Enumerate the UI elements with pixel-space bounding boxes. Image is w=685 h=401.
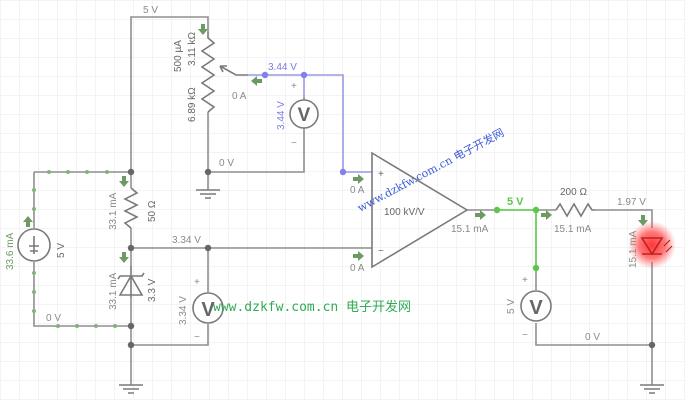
wiper-current-label: 0 A <box>232 91 247 102</box>
opamp-gain: 100 kV/V <box>384 207 425 218</box>
wires <box>33 16 653 385</box>
nodes <box>127 71 656 349</box>
arrow-opamp-out-icon <box>475 210 486 220</box>
wire-pot-gnd-to-vm[interactable] <box>208 128 305 173</box>
resistor-50-ohm[interactable] <box>123 187 139 229</box>
arrow-200ohm-current-icon <box>541 210 552 220</box>
top-rail-voltage: 5 V <box>143 5 158 16</box>
zener-current-label: 33.1 mA <box>108 272 119 310</box>
led-resistor-value: 200 Ω <box>560 187 587 198</box>
ground-right <box>640 384 664 394</box>
op-amp[interactable] <box>371 151 469 269</box>
wire-wiper[interactable] <box>248 74 372 173</box>
wire-supply-left-bottom[interactable] <box>33 262 131 327</box>
wiper-voltage-label: 3.44 V <box>268 62 297 73</box>
output-node-voltage: 5 V <box>507 196 524 208</box>
opamp-plus-current: 0 A <box>350 185 365 196</box>
left-bottom-voltage: 0 V <box>46 313 61 324</box>
vm-top-minus: − <box>291 138 297 149</box>
zener-diode[interactable] <box>117 266 145 298</box>
led-current-label: 15.1 mA <box>628 230 639 268</box>
potentiometer[interactable] <box>200 32 248 113</box>
pot-lower-resistance: 6.89 kΩ <box>187 87 198 122</box>
led-glow <box>628 221 676 269</box>
resistor-200-ohm[interactable] <box>555 202 595 218</box>
opamp-minus-symbol: − <box>378 246 384 257</box>
opamp-output-current: 15.1 mA <box>451 224 489 235</box>
dc-voltage-source[interactable] <box>17 228 51 262</box>
vm-out-minus: − <box>522 330 528 341</box>
50ohm-value-label: 50 Ω <box>147 200 158 222</box>
pot-wiper-arrow <box>219 65 248 76</box>
led-emission-icon <box>663 239 673 253</box>
voltmeter-top-glyph: V <box>298 105 311 126</box>
arrow-supply-current-icon <box>23 216 33 227</box>
arrow-zener-current-icon <box>119 252 129 263</box>
vm-ref-plus: + <box>194 277 200 288</box>
arrow-wiper-current-icon <box>251 76 262 86</box>
current-arrows <box>23 24 648 263</box>
led[interactable] <box>628 221 676 269</box>
50ohm-current-label: 33.1 mA <box>108 192 119 230</box>
vm-out-reading: 5 V <box>506 299 517 314</box>
supply-current-label: 33.6 mA <box>5 232 16 270</box>
vm-top-reading: 3.44 V <box>276 101 287 130</box>
right-bottom-voltage: 0 V <box>585 332 600 343</box>
pot-current-label: 500 µA <box>173 40 184 72</box>
current-dots <box>32 170 117 328</box>
wire-top-rail[interactable] <box>130 16 209 172</box>
voltmeter-ref[interactable]: V <box>192 292 224 324</box>
voltmeter-output-glyph: V <box>529 297 543 319</box>
vm-top-plus: + <box>291 81 297 92</box>
wire-out-vm-bottom[interactable] <box>535 323 652 346</box>
arrow-50ohm-current-icon <box>119 176 129 187</box>
watermark-horizontal: www.dzkfw.com.cn 电子开发网 <box>213 299 411 315</box>
opamp-minus-current: 0 A <box>350 263 365 274</box>
wire-ref-vm-bottom[interactable] <box>131 324 209 346</box>
pot-bottom-voltage: 0 V <box>219 158 234 169</box>
vm-out-plus: + <box>522 275 528 286</box>
zener-value-label: 3.3 V <box>147 278 158 302</box>
arrow-opamp-plus-icon <box>353 174 364 184</box>
ground-pot <box>196 189 220 199</box>
arrow-led-current-icon <box>638 215 648 226</box>
led-anode-voltage: 1.97 V <box>617 197 646 208</box>
pot-upper-resistance: 3.11 kΩ <box>187 32 198 66</box>
labels: 5 V 500 µA 3.11 kΩ 6.89 kΩ 0 A 3.44 V 0 … <box>5 5 646 343</box>
wire-output-node[interactable] <box>497 209 537 268</box>
vm-ref-minus: − <box>194 332 200 343</box>
supply-voltage-label: 5 V <box>56 243 67 258</box>
opamp-plus-symbol: + <box>378 169 384 180</box>
led-resistor-current: 15.1 mA <box>554 224 592 235</box>
arrow-opamp-minus-icon <box>353 251 364 261</box>
voltmeter-ref-glyph: V <box>201 299 215 321</box>
vm-ref-reading: 3.34 V <box>178 296 189 325</box>
ground-left <box>119 384 143 394</box>
voltmeter-top[interactable]: V <box>289 97 319 129</box>
voltmeter-output[interactable]: V <box>520 290 552 322</box>
arrow-pot-current-icon <box>198 24 208 35</box>
ref-node-voltage: 3.34 V <box>172 235 201 246</box>
